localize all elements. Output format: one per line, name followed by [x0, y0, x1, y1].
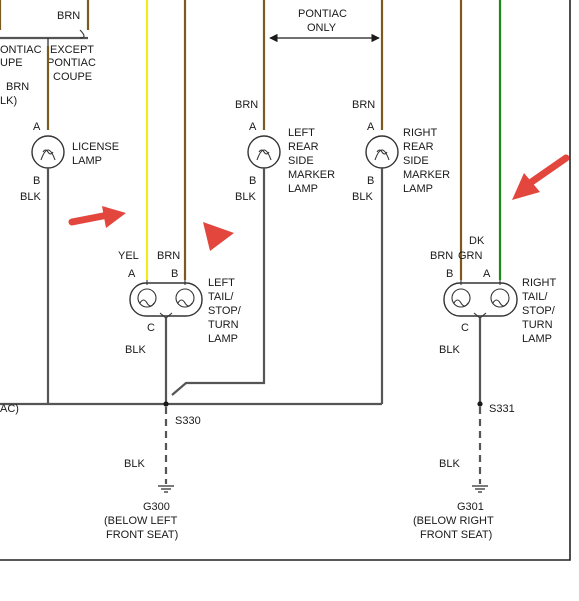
splice-s330-label: S330 — [175, 415, 201, 427]
license-lamp-pin-b: B — [33, 175, 40, 187]
left-brn-label: BRN — [6, 81, 29, 93]
left-tail-wire-b: BRN — [157, 250, 180, 262]
pontiac-only-text-1: PONTIAC — [298, 8, 347, 20]
left-tail-pin-c: C — [147, 322, 155, 334]
left-tail-name-5: LAMP — [208, 333, 238, 345]
right-marker-wire-b: BLK — [352, 191, 373, 203]
right-tail-name-3: STOP/ — [522, 305, 556, 317]
left-marker-name-3: SIDE — [288, 155, 314, 167]
right-marker-pin-a: A — [367, 121, 375, 133]
pontiac-only-text-2: ONLY — [307, 22, 337, 34]
left-marker-pin-b: B — [249, 175, 256, 187]
g300-loc-1: (BELOW LEFT — [104, 515, 178, 527]
left-tail-pin-b: B — [171, 268, 178, 280]
right-marker-lamp — [365, 135, 399, 169]
left-tail-name-1: LEFT — [208, 277, 235, 289]
right-marker-name-1: RIGHT — [403, 127, 438, 139]
except-text-2: PONTIAC — [47, 57, 96, 69]
g301-loc-1: (BELOW RIGHT — [413, 515, 494, 527]
pontiac-coupe-text-1: ONTIAC — [0, 44, 42, 56]
right-tail-lamp-housing-icon — [443, 282, 518, 317]
left-tail-name-2: TAIL/ — [208, 291, 234, 303]
left-marker-pin-a: A — [249, 121, 257, 133]
left-marker-wire-b: BLK — [235, 191, 256, 203]
left-marker-blk-wire — [171, 168, 266, 396]
top-brn-label: BRN — [57, 10, 80, 22]
right-marker-name-2: REAR — [403, 141, 434, 153]
license-lamp-name-1: LICENSE — [72, 141, 119, 153]
left-tail-wire-c: BLK — [125, 344, 146, 356]
right-marker-name-5: LAMP — [403, 183, 433, 195]
license-lamp — [31, 135, 65, 169]
split-bracket-curve — [79, 29, 85, 39]
splice-s331-label: S331 — [489, 403, 515, 415]
g301-loc-2: FRONT SEAT) — [420, 529, 492, 541]
left-tail-lamp — [129, 280, 203, 319]
g300-ground-icon — [158, 485, 174, 493]
right-marker-wire-top: BRN — [352, 99, 375, 111]
left-tail-name-3: STOP/ — [208, 305, 242, 317]
except-text-1: EXCEPT — [50, 44, 94, 56]
right-tail-wire-b: BRN — [430, 250, 453, 262]
right-marker-pin-b: B — [367, 175, 374, 187]
right-tail-name-2: TAIL/ — [522, 291, 548, 303]
except-text-3: COUPE — [53, 71, 92, 83]
right-marker-name-4: MARKER — [403, 169, 450, 181]
right-tail-lamp — [443, 280, 518, 319]
left-tail-lamp-housing-icon — [129, 282, 203, 317]
left-marker-name-2: REAR — [288, 141, 319, 153]
left-marker-name-4: MARKER — [288, 169, 335, 181]
right-tail-wire-a-1: DK — [469, 235, 485, 247]
g300-loc-2: FRONT SEAT) — [106, 529, 178, 541]
license-lamp-wire-b: BLK — [20, 191, 41, 203]
right-tail-pin-c: C — [461, 322, 469, 334]
left-marker-name-1: LEFT — [288, 127, 315, 139]
license-lamp-pin-a: A — [33, 121, 41, 133]
g301-ground-icon — [472, 485, 488, 493]
right-tail-wire-a-2: GRN — [458, 250, 483, 262]
left-tail-wire-a: YEL — [118, 250, 139, 262]
pontiac-coupe-text-2: UPE — [0, 57, 23, 69]
right-tail-pin-a: A — [483, 268, 491, 280]
red-arrow-icon-2 — [203, 222, 234, 251]
g301-wire-label: BLK — [439, 458, 460, 470]
diagram-frame — [0, 0, 571, 561]
right-tail-name-1: RIGHT — [522, 277, 557, 289]
left-tail-name-4: TURN — [208, 319, 239, 331]
bus-left-edge-label: AC) — [0, 403, 19, 415]
right-tail-name-4: TURN — [522, 319, 553, 331]
left-marker-name-5: LAMP — [288, 183, 318, 195]
license-lamp-name-2: LAMP — [72, 155, 102, 167]
g301-label: G301 — [457, 501, 484, 513]
left-marker-lamp — [247, 135, 281, 169]
right-marker-name-3: SIDE — [403, 155, 429, 167]
right-tail-wire-c: BLK — [439, 344, 460, 356]
splice-s330-dot — [163, 401, 169, 407]
right-tail-name-5: LAMP — [522, 333, 552, 345]
red-arrow-icon-3 — [512, 154, 570, 200]
g300-label: G300 — [143, 501, 170, 513]
red-arrow-icon-1 — [68, 206, 126, 228]
left-marker-wire-top: BRN — [235, 99, 258, 111]
left-lk-label: LK) — [0, 95, 17, 107]
left-tail-pin-a: A — [128, 268, 136, 280]
splice-s331-dot — [477, 401, 483, 407]
g300-wire-label: BLK — [124, 458, 145, 470]
right-tail-pin-b: B — [446, 268, 453, 280]
